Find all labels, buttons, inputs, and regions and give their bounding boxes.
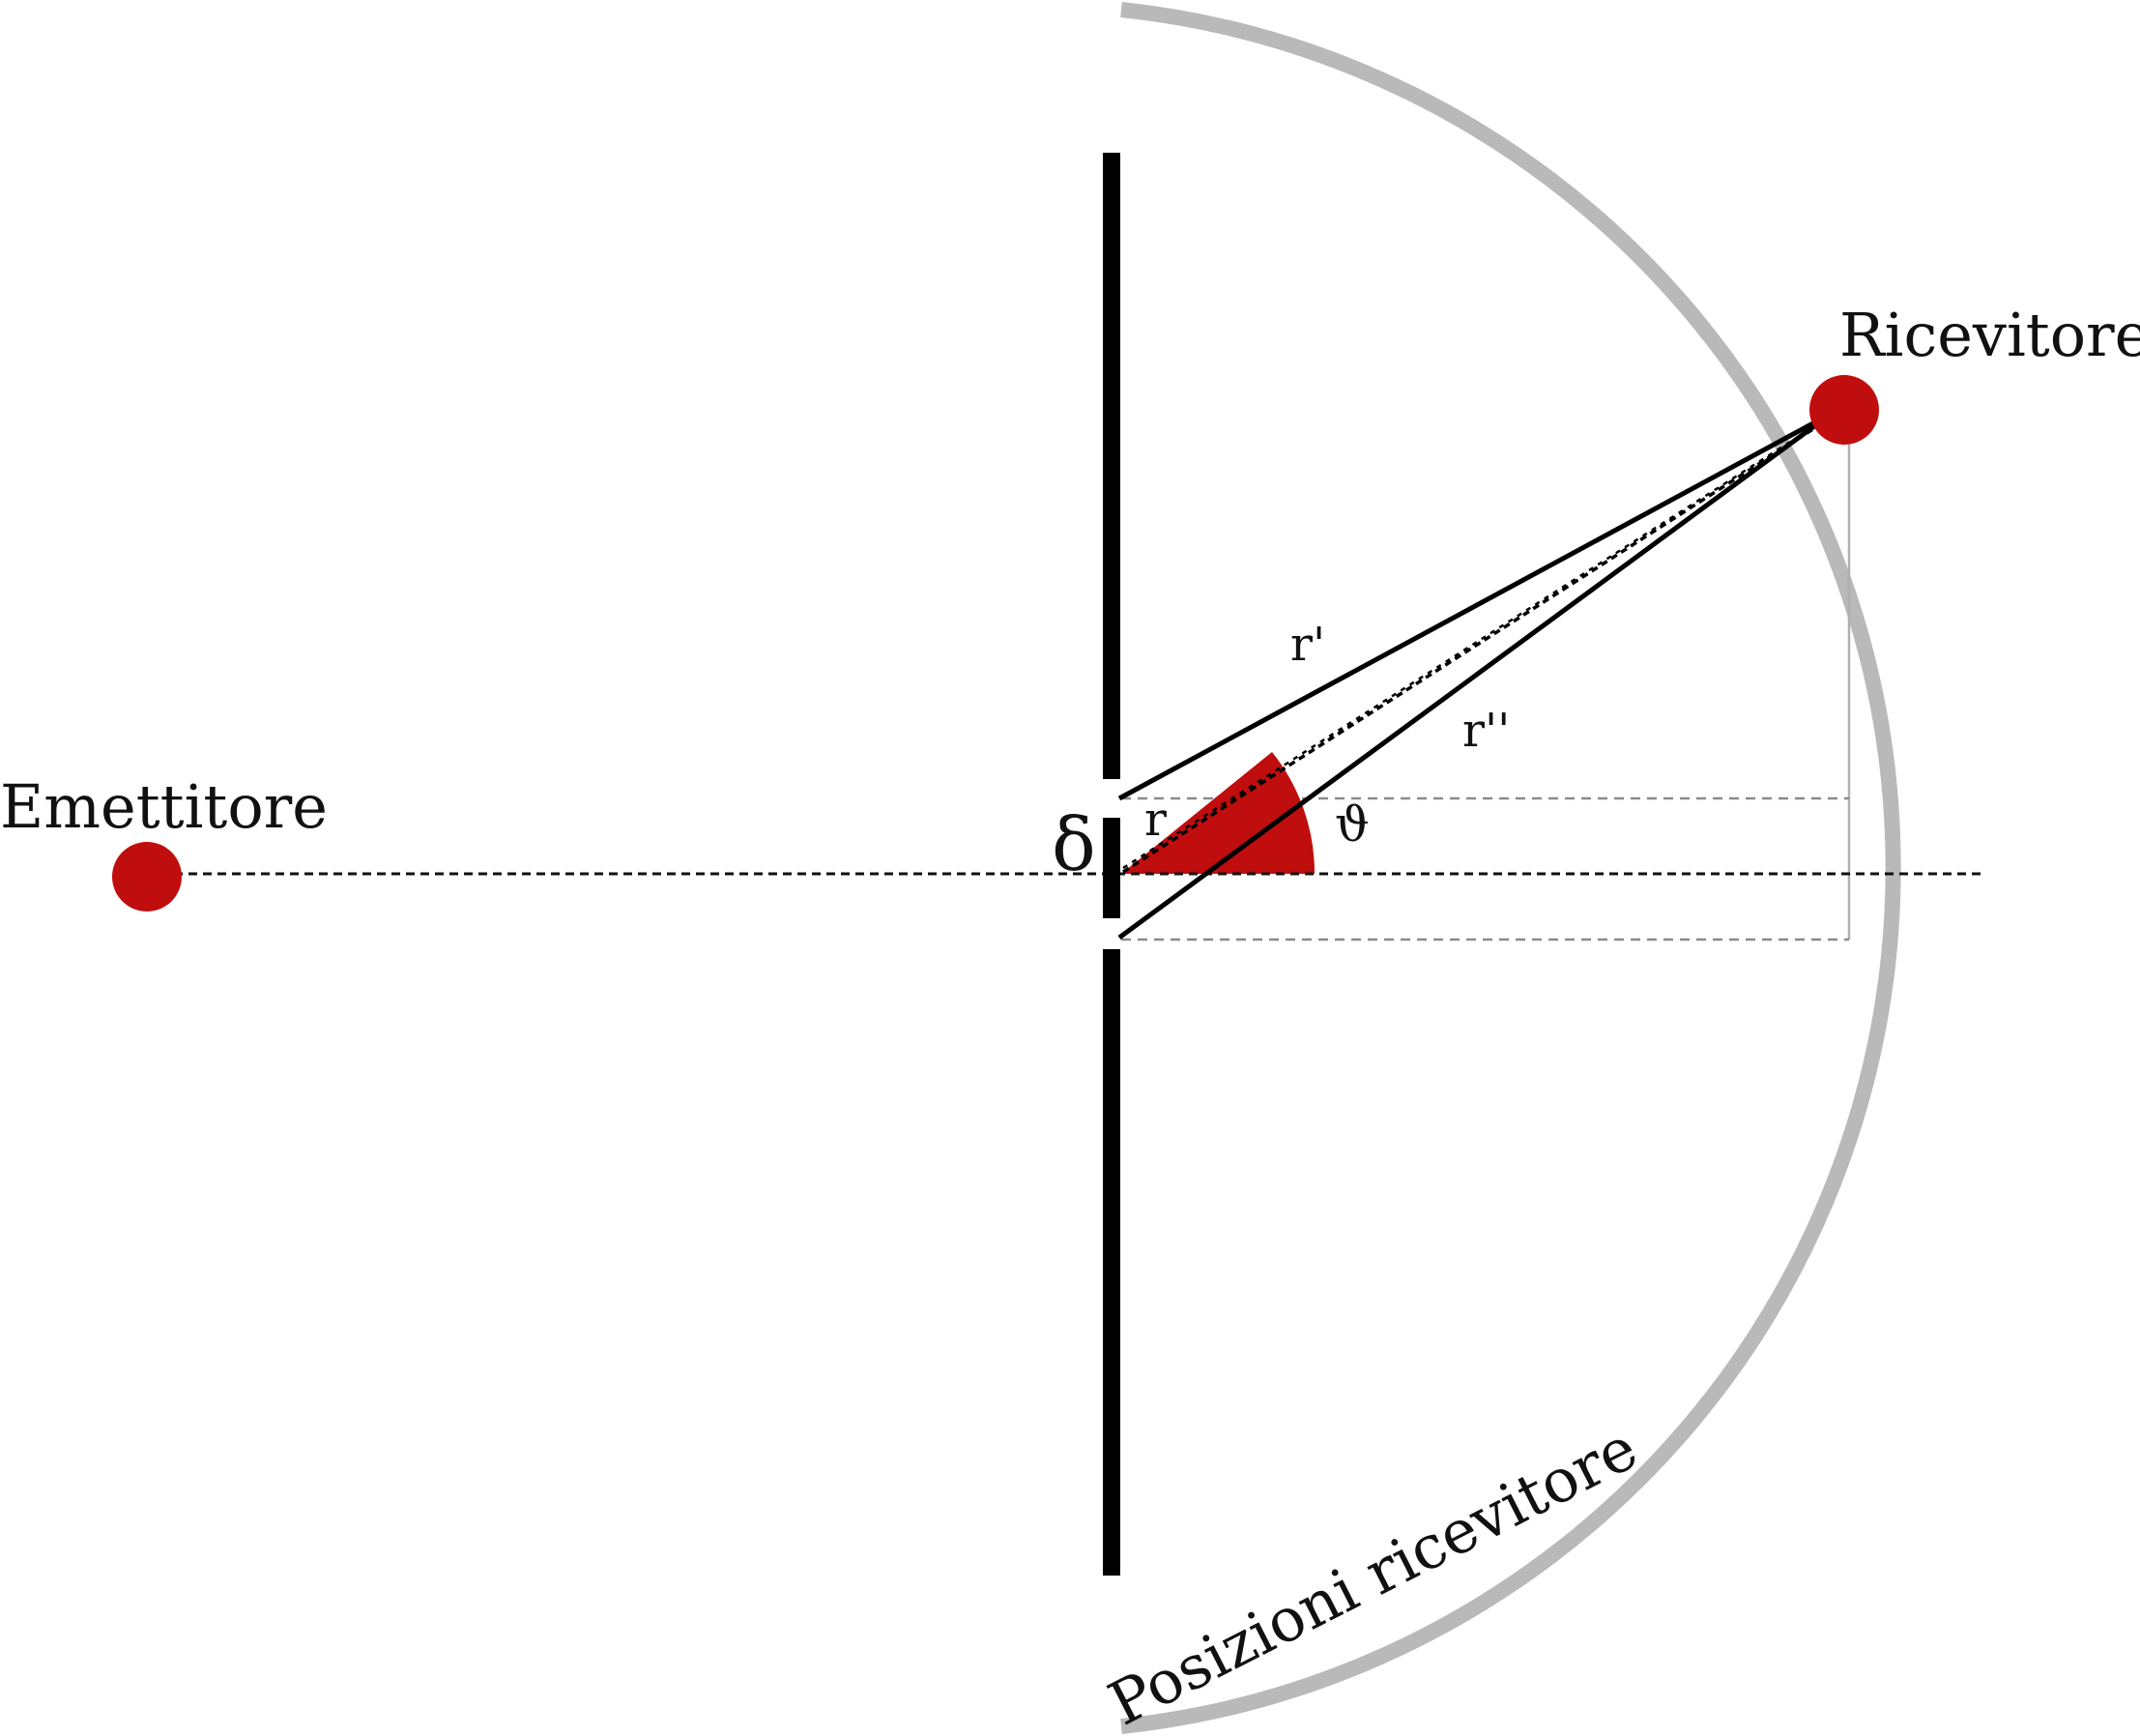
receiver-positions-arc xyxy=(1120,2,1901,1734)
arc-caption: Posizioni ricevitore xyxy=(1098,1412,1648,1736)
receiver-label: Ricevitore xyxy=(1839,300,2140,370)
path-r-double-prime xyxy=(1117,418,1824,940)
angle-wedge xyxy=(1121,752,1316,874)
barrier-middle xyxy=(1103,818,1120,918)
path-r-prime xyxy=(1117,416,1824,801)
angle-label: ϑ xyxy=(1335,796,1370,853)
barrier-top xyxy=(1103,153,1120,779)
path-r-label: r xyxy=(1144,793,1167,847)
emitter-dot xyxy=(112,842,182,911)
path-r-prime-label: r' xyxy=(1290,618,1325,672)
path-r-double-prime-label: r'' xyxy=(1462,704,1510,758)
slit-spacing-label: δ xyxy=(1052,801,1096,887)
path-r xyxy=(1122,421,1823,874)
receiver-dot xyxy=(1809,375,1879,445)
barrier-bottom xyxy=(1103,949,1120,1576)
emitter-label: Emettitore xyxy=(0,771,328,842)
path-r-outer xyxy=(1122,420,1823,870)
